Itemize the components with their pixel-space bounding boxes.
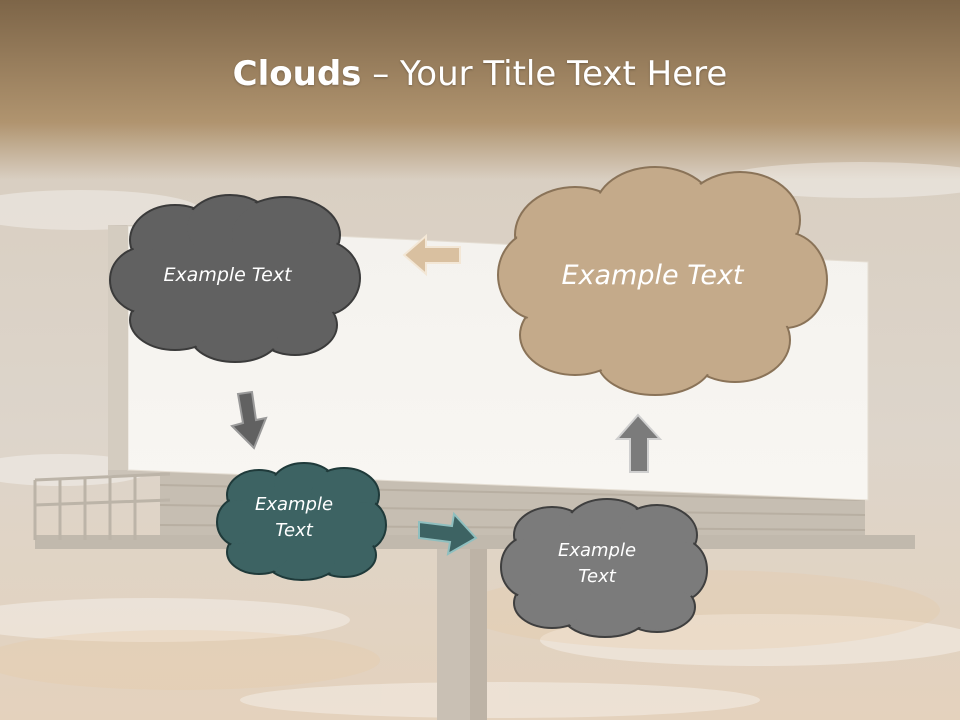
cloud-top-right[interactable]	[495, 160, 835, 400]
cloud-bottom-right[interactable]	[497, 495, 713, 641]
title-separator: –	[361, 54, 401, 94]
slide-title: Clouds – Your Title Text Here	[0, 54, 960, 94]
cloud-bottom-right-line2: Text	[578, 566, 616, 588]
cloud-bottom-left-text: Example Text	[224, 492, 364, 544]
cloud-top-left[interactable]	[105, 190, 365, 365]
cloud-bottom-left-line1: Example	[254, 494, 334, 515]
billboard-post-shade	[470, 540, 487, 720]
title-rest: Your Title Text Here	[400, 54, 728, 94]
cloud-bottom-left[interactable]	[214, 460, 390, 584]
down-arrow-icon	[230, 390, 268, 450]
up-arrow-icon	[614, 413, 663, 473]
right-arrow-icon	[418, 511, 478, 556]
cloud-bottom-right-text: Example Text	[527, 538, 667, 590]
cloud-bottom-left-line2: Text	[275, 520, 313, 542]
cloud-bottom-right-line1: Example	[557, 540, 637, 561]
title-bold: Clouds	[232, 54, 362, 94]
cloud-top-left-text: Example Text	[163, 264, 292, 286]
cloud-top-right-text: Example Text	[561, 260, 744, 291]
billboard-railing	[33, 472, 171, 540]
left-arrow-icon	[402, 233, 461, 277]
